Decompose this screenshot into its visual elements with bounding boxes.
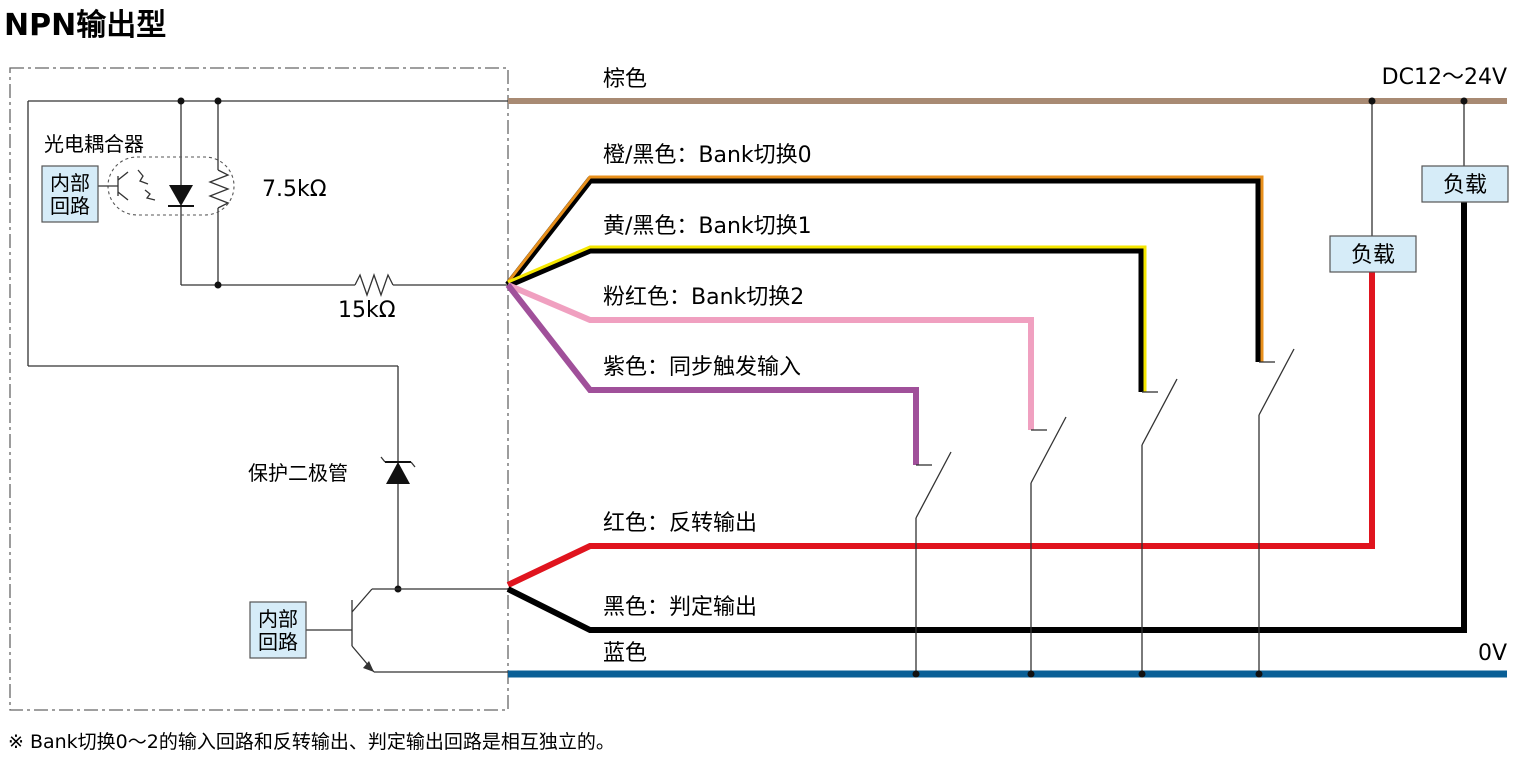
wire-red-label: 红色：反转输出 bbox=[603, 511, 757, 536]
wire-red bbox=[506, 271, 1375, 588]
input-circuit bbox=[27, 97, 508, 464]
load-red-output: 负载 bbox=[1329, 97, 1417, 273]
wire-yellow-label: 黄/黑色：Bank切换1 bbox=[603, 214, 812, 239]
load-label-1: 负载 bbox=[1351, 243, 1395, 268]
wire-orange-stripe bbox=[506, 175, 1264, 362]
phototransistor-icon bbox=[98, 169, 156, 201]
internal-circuit-label-upper-line2: 回路 bbox=[50, 194, 90, 218]
input-switches bbox=[912, 348, 1295, 678]
internal-circuit-box-lower bbox=[249, 601, 307, 659]
wire-black bbox=[506, 202, 1467, 633]
wire-pink bbox=[506, 282, 1034, 430]
wire-orange-label: 橙/黑色：Bank切换0 bbox=[603, 143, 812, 168]
wire-purple bbox=[505, 283, 919, 465]
wire-black-label: 黑色：判定输出 bbox=[603, 595, 757, 620]
wire-brown-label: 棕色 bbox=[603, 67, 647, 92]
wire-yellow-stripe bbox=[507, 245, 1147, 392]
supply-voltage-label: DC12～24V bbox=[1382, 65, 1507, 90]
internal-circuit-label-lower-text: 内部 bbox=[258, 607, 298, 631]
zero-volt-label: 0V bbox=[1478, 641, 1507, 666]
protection-diode-icon bbox=[386, 462, 410, 484]
internal-circuit-label-upper: 内部回路 bbox=[50, 171, 90, 218]
wire-orange-core bbox=[505, 176, 1263, 362]
footnote: ※ Bank切换0～2的输入回路和反转输出、判定输出回路是相互独立的。 bbox=[8, 731, 615, 753]
internal-circuit-label-upper-text: 内部 bbox=[50, 171, 90, 195]
wire-yellow-core bbox=[506, 246, 1146, 392]
load-label-2: 负载 bbox=[1443, 173, 1487, 198]
wire-blue-label: 蓝色 bbox=[603, 641, 647, 666]
internal-circuit-label-lower-line2: 回路 bbox=[258, 630, 298, 654]
switch-sync-trigger bbox=[912, 451, 952, 678]
output-circuit bbox=[306, 456, 508, 673]
diagram-title: NPN输出型 bbox=[4, 8, 166, 43]
internal-circuit-box-upper bbox=[41, 165, 99, 223]
sensor-enclosure bbox=[9, 67, 509, 711]
switch-bank-0 bbox=[1255, 348, 1295, 678]
optocoupler-label: 光电耦合器 bbox=[44, 132, 144, 156]
led-diode-icon bbox=[169, 185, 193, 206]
wire-pink-label: 粉红色：Bank切换2 bbox=[603, 285, 804, 310]
load-black-output: 负载 bbox=[1421, 97, 1509, 203]
resistor-15k-label: 15kΩ bbox=[338, 298, 396, 323]
switch-bank-1 bbox=[1138, 378, 1178, 678]
resistor-7-5k-label: 7.5kΩ bbox=[262, 177, 327, 202]
internal-circuit-label-lower: 内部回路 bbox=[258, 607, 298, 654]
protection-diode-label: 保护二极管 bbox=[248, 461, 348, 485]
wire-purple-label: 紫色：同步触发输入 bbox=[603, 355, 801, 380]
switch-bank-2 bbox=[1027, 416, 1067, 678]
